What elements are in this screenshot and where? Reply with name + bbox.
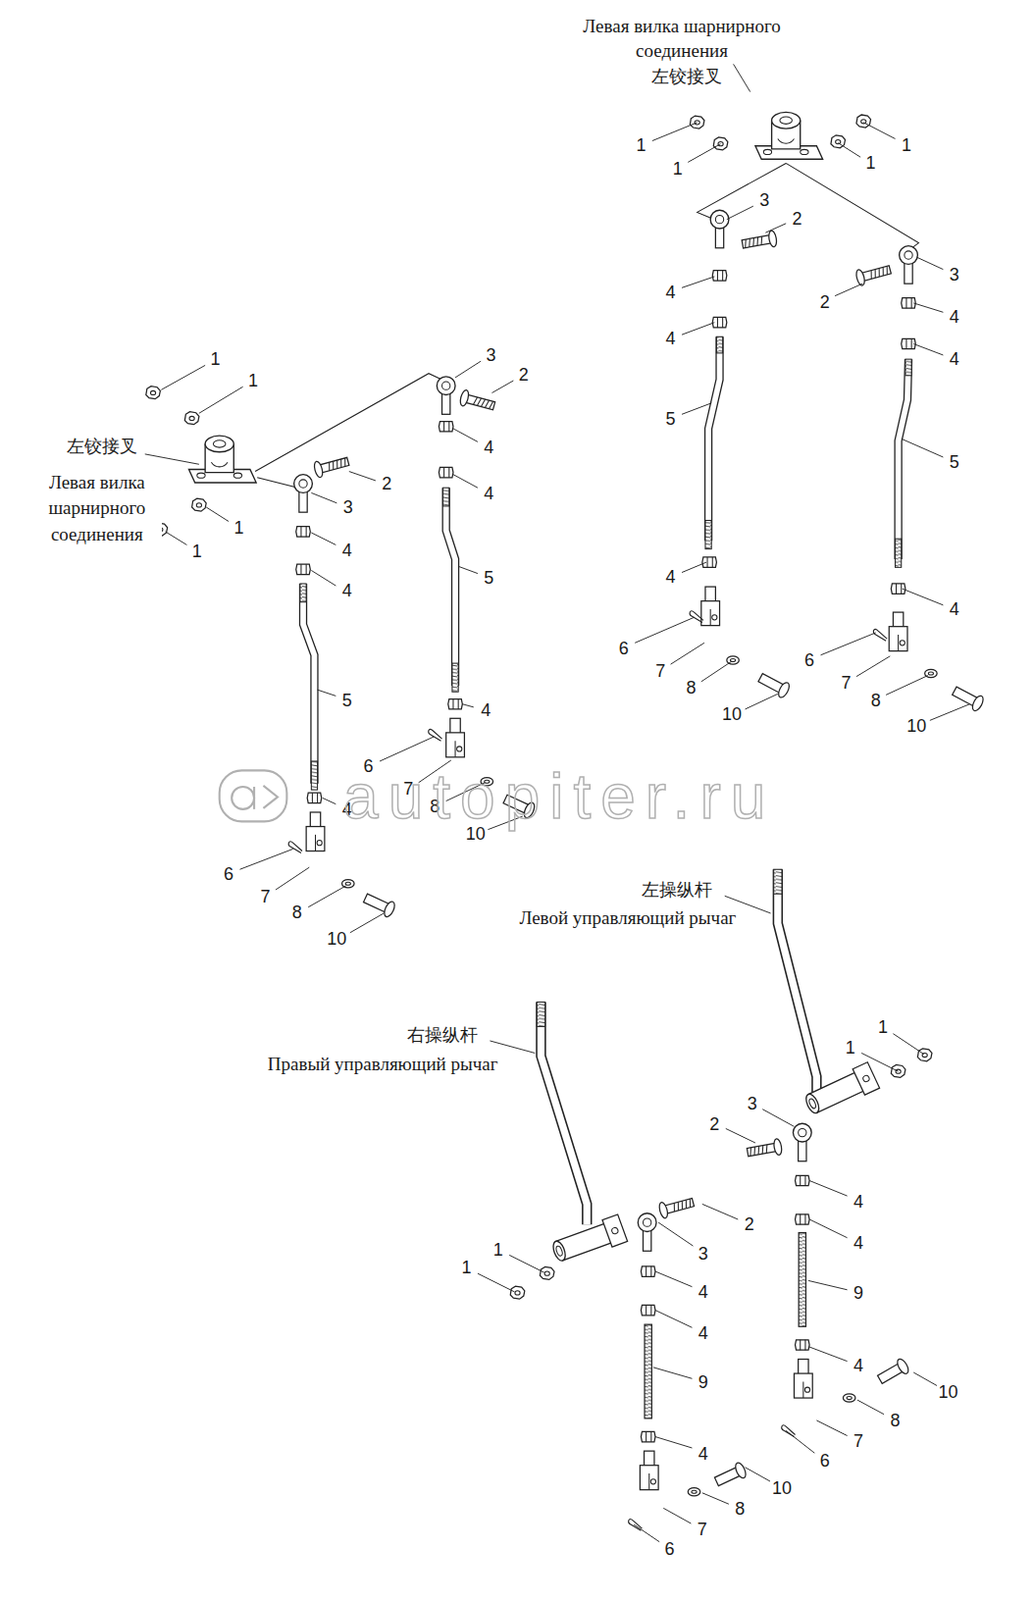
callout-number: 4 (696, 1444, 711, 1464)
callout-number: 6 (617, 638, 631, 659)
part-name: 左操纵杆 (639, 879, 715, 900)
callout-number: 6 (802, 650, 817, 671)
callout-number: 7 (258, 886, 273, 907)
callout-number: 1 (190, 541, 205, 562)
callout-number: 3 (745, 1093, 760, 1114)
callout-number: 4 (696, 1282, 711, 1302)
callout-number: 4 (947, 349, 962, 369)
callout-number: 10 (720, 704, 744, 724)
callout-number: 8 (290, 902, 305, 923)
callout-number: 10 (904, 716, 929, 736)
callout-number: 1 (671, 158, 685, 179)
callout-number: 6 (818, 1450, 832, 1471)
callout-number: 8 (732, 1499, 747, 1519)
callout-number: 4 (478, 700, 493, 721)
callout-number: 10 (770, 1478, 794, 1499)
callout-number: 4 (664, 328, 678, 349)
callout-number: 1 (246, 370, 260, 391)
part-name: 右操纵杆 (405, 1025, 480, 1045)
callout-number: 1 (208, 349, 223, 369)
callout-number: 5 (664, 409, 678, 429)
callout-number: 4 (851, 1233, 866, 1253)
watermark: autopiter.ru (343, 765, 776, 828)
callout-number: 1 (864, 153, 879, 173)
callout-number: 9 (851, 1283, 866, 1303)
part-name: Левая вилка шарнирного соединения (559, 13, 805, 64)
part-name: Правый управляющий рычаг (265, 1051, 501, 1079)
callout-number: 5 (947, 452, 962, 472)
callout-number: 1 (876, 1017, 890, 1037)
callout-number: 7 (695, 1519, 710, 1540)
callout-number: 4 (340, 540, 355, 561)
callout-number: 4 (947, 307, 962, 327)
callout-number: 5 (481, 568, 496, 588)
callout-number: 2 (790, 208, 805, 229)
part-name: 左铰接叉 (64, 436, 140, 457)
callout-number: 7 (839, 672, 854, 693)
callout-number: 4 (664, 282, 678, 303)
callout-number: 1 (459, 1257, 473, 1278)
callout-number: 3 (947, 264, 962, 285)
callout-number: 4 (664, 567, 678, 587)
callout-number: 4 (481, 437, 496, 458)
callout-number: 2 (517, 364, 531, 385)
part-name: Левая вилка шарнирного соединения (32, 469, 162, 548)
callout-number: 2 (707, 1114, 722, 1135)
callout-number: 9 (696, 1372, 711, 1393)
callout-number: 2 (818, 292, 832, 312)
callout-number: 4 (340, 580, 355, 601)
callout-number: 10 (324, 929, 349, 949)
callout-number: 1 (231, 517, 246, 538)
callout-number: 7 (851, 1431, 866, 1451)
callout-number: 1 (633, 135, 648, 156)
callout-number: 3 (483, 345, 498, 365)
callout-number: 1 (899, 135, 914, 156)
callout-number: 8 (887, 1410, 902, 1431)
callout-number: 4 (481, 483, 496, 504)
callout-number: 8 (683, 677, 698, 698)
callout-number: 4 (851, 1191, 866, 1212)
part-name: Левой управляющий рычаг (517, 905, 738, 932)
callout-number: 8 (869, 690, 883, 711)
callout-number: 5 (340, 690, 355, 711)
callout-number: 1 (843, 1037, 858, 1058)
callout-number: 6 (221, 864, 236, 884)
callout-number: 1 (491, 1240, 506, 1260)
callout-number: 3 (696, 1243, 711, 1264)
callout-number: 2 (742, 1214, 757, 1235)
callout-number: 7 (653, 661, 668, 681)
part-name: 左铰接叉 (649, 66, 724, 87)
callout-number: 4 (851, 1355, 866, 1376)
callout-number: 3 (341, 497, 356, 517)
callout-number: 3 (757, 190, 772, 210)
callout-number: 4 (947, 599, 962, 620)
leader-lines (145, 62, 971, 1542)
callout-number: 2 (379, 473, 394, 494)
callout-number: 4 (696, 1323, 711, 1344)
callout-number: 6 (663, 1539, 677, 1559)
callout-number: 10 (936, 1382, 961, 1402)
